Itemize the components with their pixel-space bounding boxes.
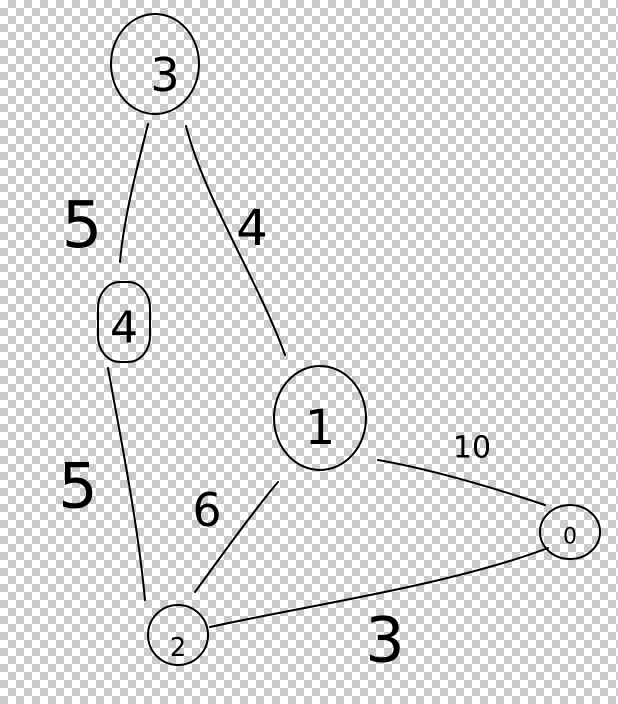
svg-text:2: 2 [170, 633, 187, 663]
edge-1-0 [377, 459, 546, 506]
svg-text:1: 1 [305, 400, 336, 456]
weight-3-4: 5 [62, 189, 103, 263]
svg-text:3: 3 [150, 48, 179, 102]
node-4: 4 [97, 281, 151, 363]
svg-text:0: 0 [563, 525, 577, 550]
node-1: 1 [273, 365, 367, 471]
node-3: 3 [110, 13, 200, 115]
edge-3-4 [119, 123, 149, 263]
node-0: 0 [539, 504, 601, 560]
node-2: 2 [147, 604, 209, 666]
weight-1-2: 6 [192, 483, 221, 537]
weight-1-0: 10 [453, 431, 491, 466]
edge-2-0 [209, 547, 549, 628]
weight-2-0: 3 [365, 604, 404, 677]
svg-text:4: 4 [110, 303, 138, 354]
weight-4-2: 5 [58, 450, 97, 523]
edge-3-1 [185, 125, 286, 356]
edge-1-2 [194, 481, 279, 593]
weight-3-1: 4 [236, 199, 268, 257]
edge-4-2 [107, 367, 146, 601]
